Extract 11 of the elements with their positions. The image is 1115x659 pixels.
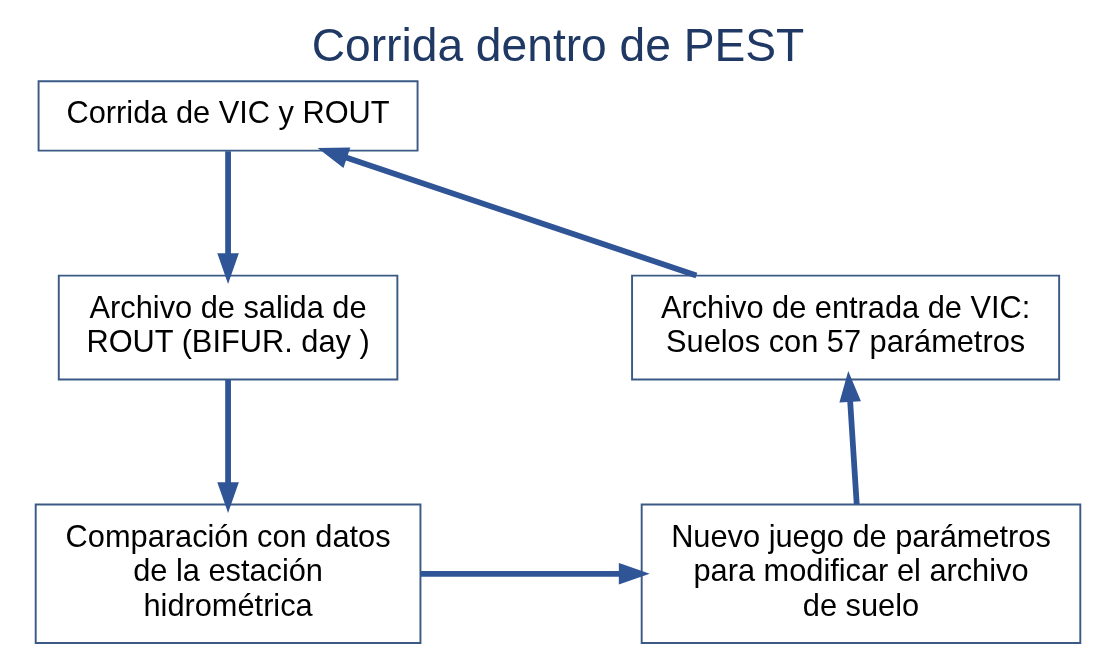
- arrow: [317, 147, 697, 279]
- arrow: [216, 151, 239, 285]
- arrow: [420, 563, 650, 585]
- node-box: Archivo de salida de ROUT (BIFUR. day ): [57, 274, 398, 381]
- arrow: [838, 371, 861, 505]
- arrow: [216, 379, 239, 513]
- node-box: Comparación con datos de la estación hidrométrica: [34, 503, 421, 645]
- node-box: Corrida de VIC y ROUT: [37, 80, 418, 152]
- diagram-title: Corrida dentro de PEST: [311, 18, 804, 71]
- node-box: Nuevo juego de parámetros para modificar el archivo de suelo: [640, 503, 1081, 645]
- node-box: Archivo de entrada de VIC: Suelos con 57 parámetros: [630, 274, 1060, 381]
